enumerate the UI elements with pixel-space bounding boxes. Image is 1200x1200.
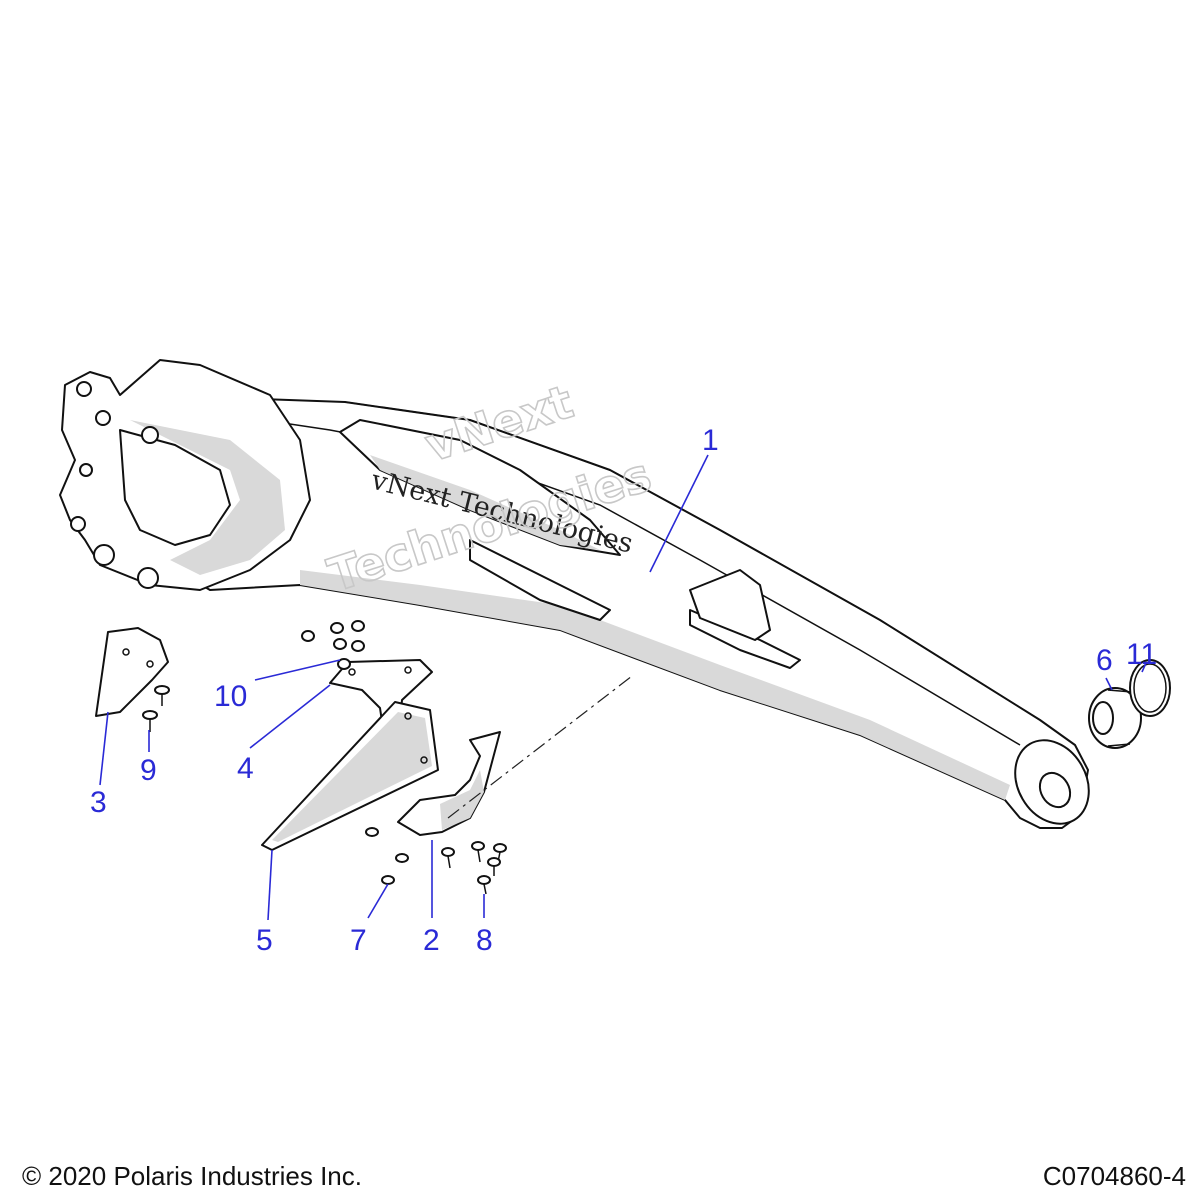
bolts-7: [365, 827, 409, 885]
diagram-code: C0704860-4: [1043, 1161, 1186, 1191]
bolts-8: [441, 841, 507, 895]
callout-10: 10: [214, 680, 247, 713]
callout-7: 7: [350, 924, 367, 957]
callout-6: 6: [1096, 644, 1113, 677]
guard-plate-part: [261, 701, 439, 851]
callout-1: 1: [702, 424, 719, 457]
callout-8: 8: [476, 924, 493, 957]
snap-ring-part: [1129, 659, 1171, 717]
copyright-text: © 2020 Polaris Industries Inc.: [22, 1161, 362, 1191]
callout-9: 9: [140, 754, 157, 787]
bolts-9: [142, 685, 170, 732]
alignment-line: [447, 675, 633, 819]
leader-lines: [99, 454, 1147, 921]
cover-plate-part: [95, 627, 169, 717]
callout-2: 2: [423, 924, 440, 957]
callout-4: 4: [237, 752, 254, 785]
callout-11: 11: [1126, 638, 1157, 671]
nuts-10: [301, 620, 365, 670]
swingarm-part: [59, 359, 1090, 829]
footer: © 2020 Polaris Industries Inc. C0704860-…: [22, 1161, 1186, 1191]
bearing-part: [1088, 687, 1142, 749]
callout-5: 5: [256, 924, 273, 957]
callout-3: 3: [90, 786, 107, 819]
callouts: 1 2 3 4 5 6 7 8 9 10 11: [90, 424, 1157, 957]
